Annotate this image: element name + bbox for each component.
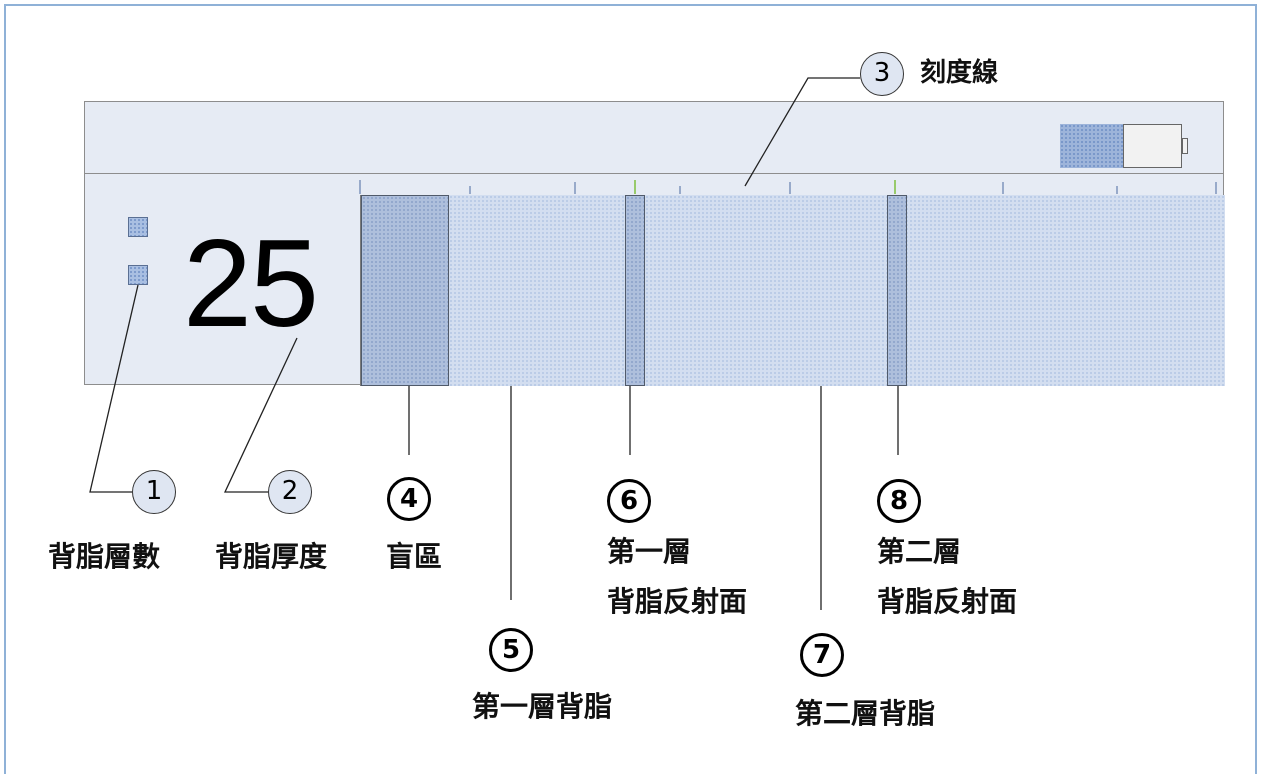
first-layer-reflection — [625, 195, 645, 386]
leader-3 — [744, 77, 860, 187]
figure-frame — [4, 4, 1257, 774]
callout-1: 1 — [132, 470, 176, 514]
label-second-fat-layer: 第二層背脂 — [795, 697, 936, 730]
label-second-reflection-2: 背脂反射面 — [877, 585, 1018, 618]
scan-area — [360, 195, 1225, 386]
battery-level — [1060, 124, 1124, 168]
callout-5: 5 — [489, 628, 533, 672]
callout-7: 7 — [800, 633, 844, 677]
layer-indicator-2 — [128, 265, 148, 285]
label-scale-line: 刻度線 — [920, 58, 999, 88]
battery-tip — [1182, 138, 1188, 154]
label-first-reflection-2: 背脂反射面 — [607, 585, 748, 618]
battery-icon — [1060, 124, 1188, 168]
callout-3: 3 — [860, 52, 904, 96]
thickness-readout: 25 — [183, 215, 319, 353]
layer-indicator-1 — [128, 217, 148, 237]
leader-1 — [89, 284, 139, 493]
status-bar — [85, 102, 1223, 174]
blind-zone — [361, 195, 449, 386]
label-blind-zone: 盲區 — [386, 540, 443, 573]
scale-ticks-green — [634, 180, 896, 194]
label-first-reflection-1: 第一層 — [607, 535, 692, 568]
label-second-reflection-1: 第二層 — [877, 535, 962, 568]
label-first-fat-layer: 第一層背脂 — [472, 690, 613, 723]
label-thickness: 背脂厚度 — [215, 540, 328, 573]
leader-2 — [223, 337, 298, 493]
callout-4: 4 — [387, 477, 431, 521]
label-layer-count: 背脂層數 — [48, 540, 161, 573]
device-screen: 25 — [84, 101, 1225, 386]
callout-6: 6 — [607, 479, 651, 523]
callout-2: 2 — [268, 470, 312, 514]
scale-ticks — [359, 180, 1217, 194]
second-layer-reflection — [887, 195, 907, 386]
callout-8: 8 — [877, 479, 921, 523]
